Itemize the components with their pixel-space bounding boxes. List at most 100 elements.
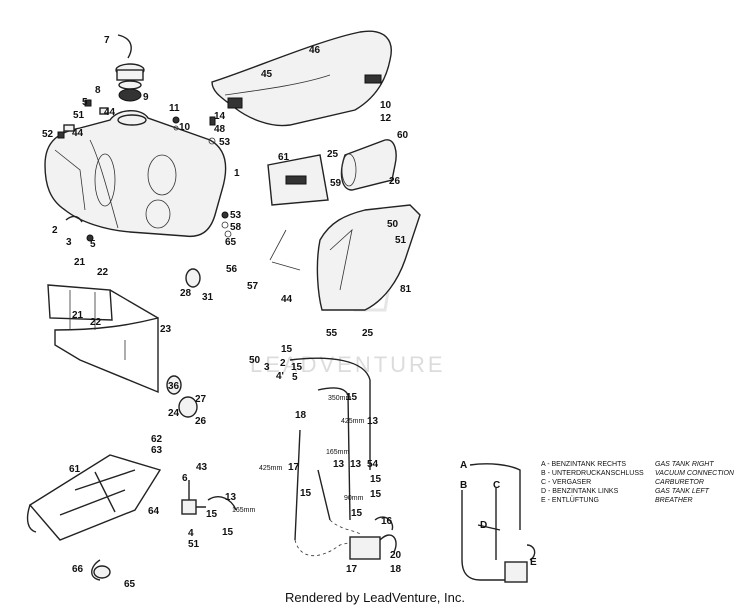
grommet-36 [185,268,201,288]
callout-15i: 15 [222,527,234,538]
callout-20: 17 [346,564,358,575]
letter-D: D [480,520,487,531]
callout-36: 28 [180,288,192,299]
callout-68: 65 [225,237,237,248]
callout-2b: 2 [280,358,286,369]
legend-b-en: VACUUM CONNECTION [655,470,735,477]
callout-44b: 51 [188,539,200,550]
callout-3: 3 [66,237,72,248]
callout-52b: 53 [230,210,242,221]
callout-13: 13 [367,416,379,427]
dim-425mm-b: 425mm [259,465,283,472]
watermark-text: LEADVENTURE [250,352,446,377]
legend-a-de: A - BENZINTANK RECHTS [541,461,626,468]
callout-23: 22 [97,267,109,278]
callout-22b: 21 [72,310,84,321]
subframe-25 [47,284,159,394]
legend-e-en: BREATHER [655,497,693,504]
callout-21: 18 [390,564,402,575]
callout-15d: 15 [370,474,382,485]
callout-10: 10 [179,122,191,133]
legend-d-en: GAS TANK LEFT [655,488,710,495]
dim-350mm: 350mm [328,395,352,402]
callout-81: 81 [400,284,412,295]
callout-54: 55 [326,328,338,339]
callout-31: 25 [327,149,339,160]
legend-c-en: CARBURETOR [655,479,704,486]
callout-1: 1 [234,168,240,179]
callout-15b: 15 [291,362,303,373]
letter-A: A [460,460,467,471]
callout-64: 64 [148,506,160,517]
callout-13b: 13 [333,459,345,470]
legend-d-de: D - BENZINTANK LINKS [541,488,619,495]
callout-5c: 5 [292,372,298,383]
breather-hose-7 [117,34,132,59]
callout-6: 6 [182,473,188,484]
callout-18: 18 [295,410,307,421]
hose-schematic [461,463,536,583]
callout-23b: 22 [90,317,102,328]
callout-15: 15 [281,344,293,355]
callout-15e: 15 [300,488,312,499]
callout-7: 7 [104,35,110,46]
callout-58: 59 [330,178,342,189]
legend-b-de: B - UNTERDRUCKANSCHLUSS [541,470,644,477]
letter-E: E [530,557,537,568]
legend-a-en: GAS TANK RIGHT [655,461,714,468]
seat-40 [211,30,392,127]
callout-24: 20 [390,550,402,561]
callout-4: 4 [188,528,194,539]
legend-e-de: E - ENTLÜFTUNG [541,496,599,504]
callout-52: 53 [219,137,231,148]
callout-59: 60 [397,130,409,141]
callout-15g: 15 [351,508,363,519]
callout-43: 50 [387,219,399,230]
callout-8: 8 [95,85,101,96]
callout-15c: 15 [346,392,358,403]
callout-14: 14 [214,111,226,122]
callout-48b: 44 [72,128,84,139]
callout-5: 5 [82,97,88,108]
callout-45: 50 [249,355,261,366]
callout-48: 44 [104,107,116,118]
side-cover-detail [329,228,353,291]
decal-logo [285,175,307,185]
fuel-hoses [289,357,371,557]
callout-22: 21 [74,257,86,268]
callout-11: 11 [169,103,180,114]
callout-56: 57 [247,281,259,292]
fuel-tank-1 [44,110,227,238]
callout-62: 62 [151,434,163,445]
callout-46: 43 [196,462,208,473]
callout-40: 46 [309,45,321,56]
callout-66: 66 [72,564,84,575]
callout-15f: 15 [370,489,382,500]
dim-165mm-a: 165mm [326,449,350,456]
rubber-26 [178,396,198,418]
letter-B: B [460,480,467,491]
callout-5b: 5 [90,239,96,250]
fuel-cap-8 [115,63,145,102]
dim-90mm: 90mm [344,495,364,502]
callout-31b: 25 [362,328,374,339]
callout-35: 26 [389,176,401,187]
callout-48c: 44 [281,294,293,305]
callout-55: 56 [226,264,238,275]
letter-C: C [493,480,500,491]
fuel-tap-6 [181,480,206,515]
callout-44: 51 [395,235,407,246]
callout-15h: 15 [206,509,218,520]
callout-28: 27 [195,394,207,405]
callout-2: 2 [52,225,58,236]
side-cover-81 [316,204,421,311]
footer-credit: Rendered by LeadVenture, Inc. [285,590,465,605]
callout-60: 61 [278,152,290,163]
callout-13d: 13 [225,492,237,503]
callout-26: 24 [168,408,180,419]
callout-41: 45 [261,69,273,80]
dimension-labels: 350mm 425mm 165mm 90mm 425mm 165mm [232,395,365,514]
callout-65: 65 [124,579,136,590]
